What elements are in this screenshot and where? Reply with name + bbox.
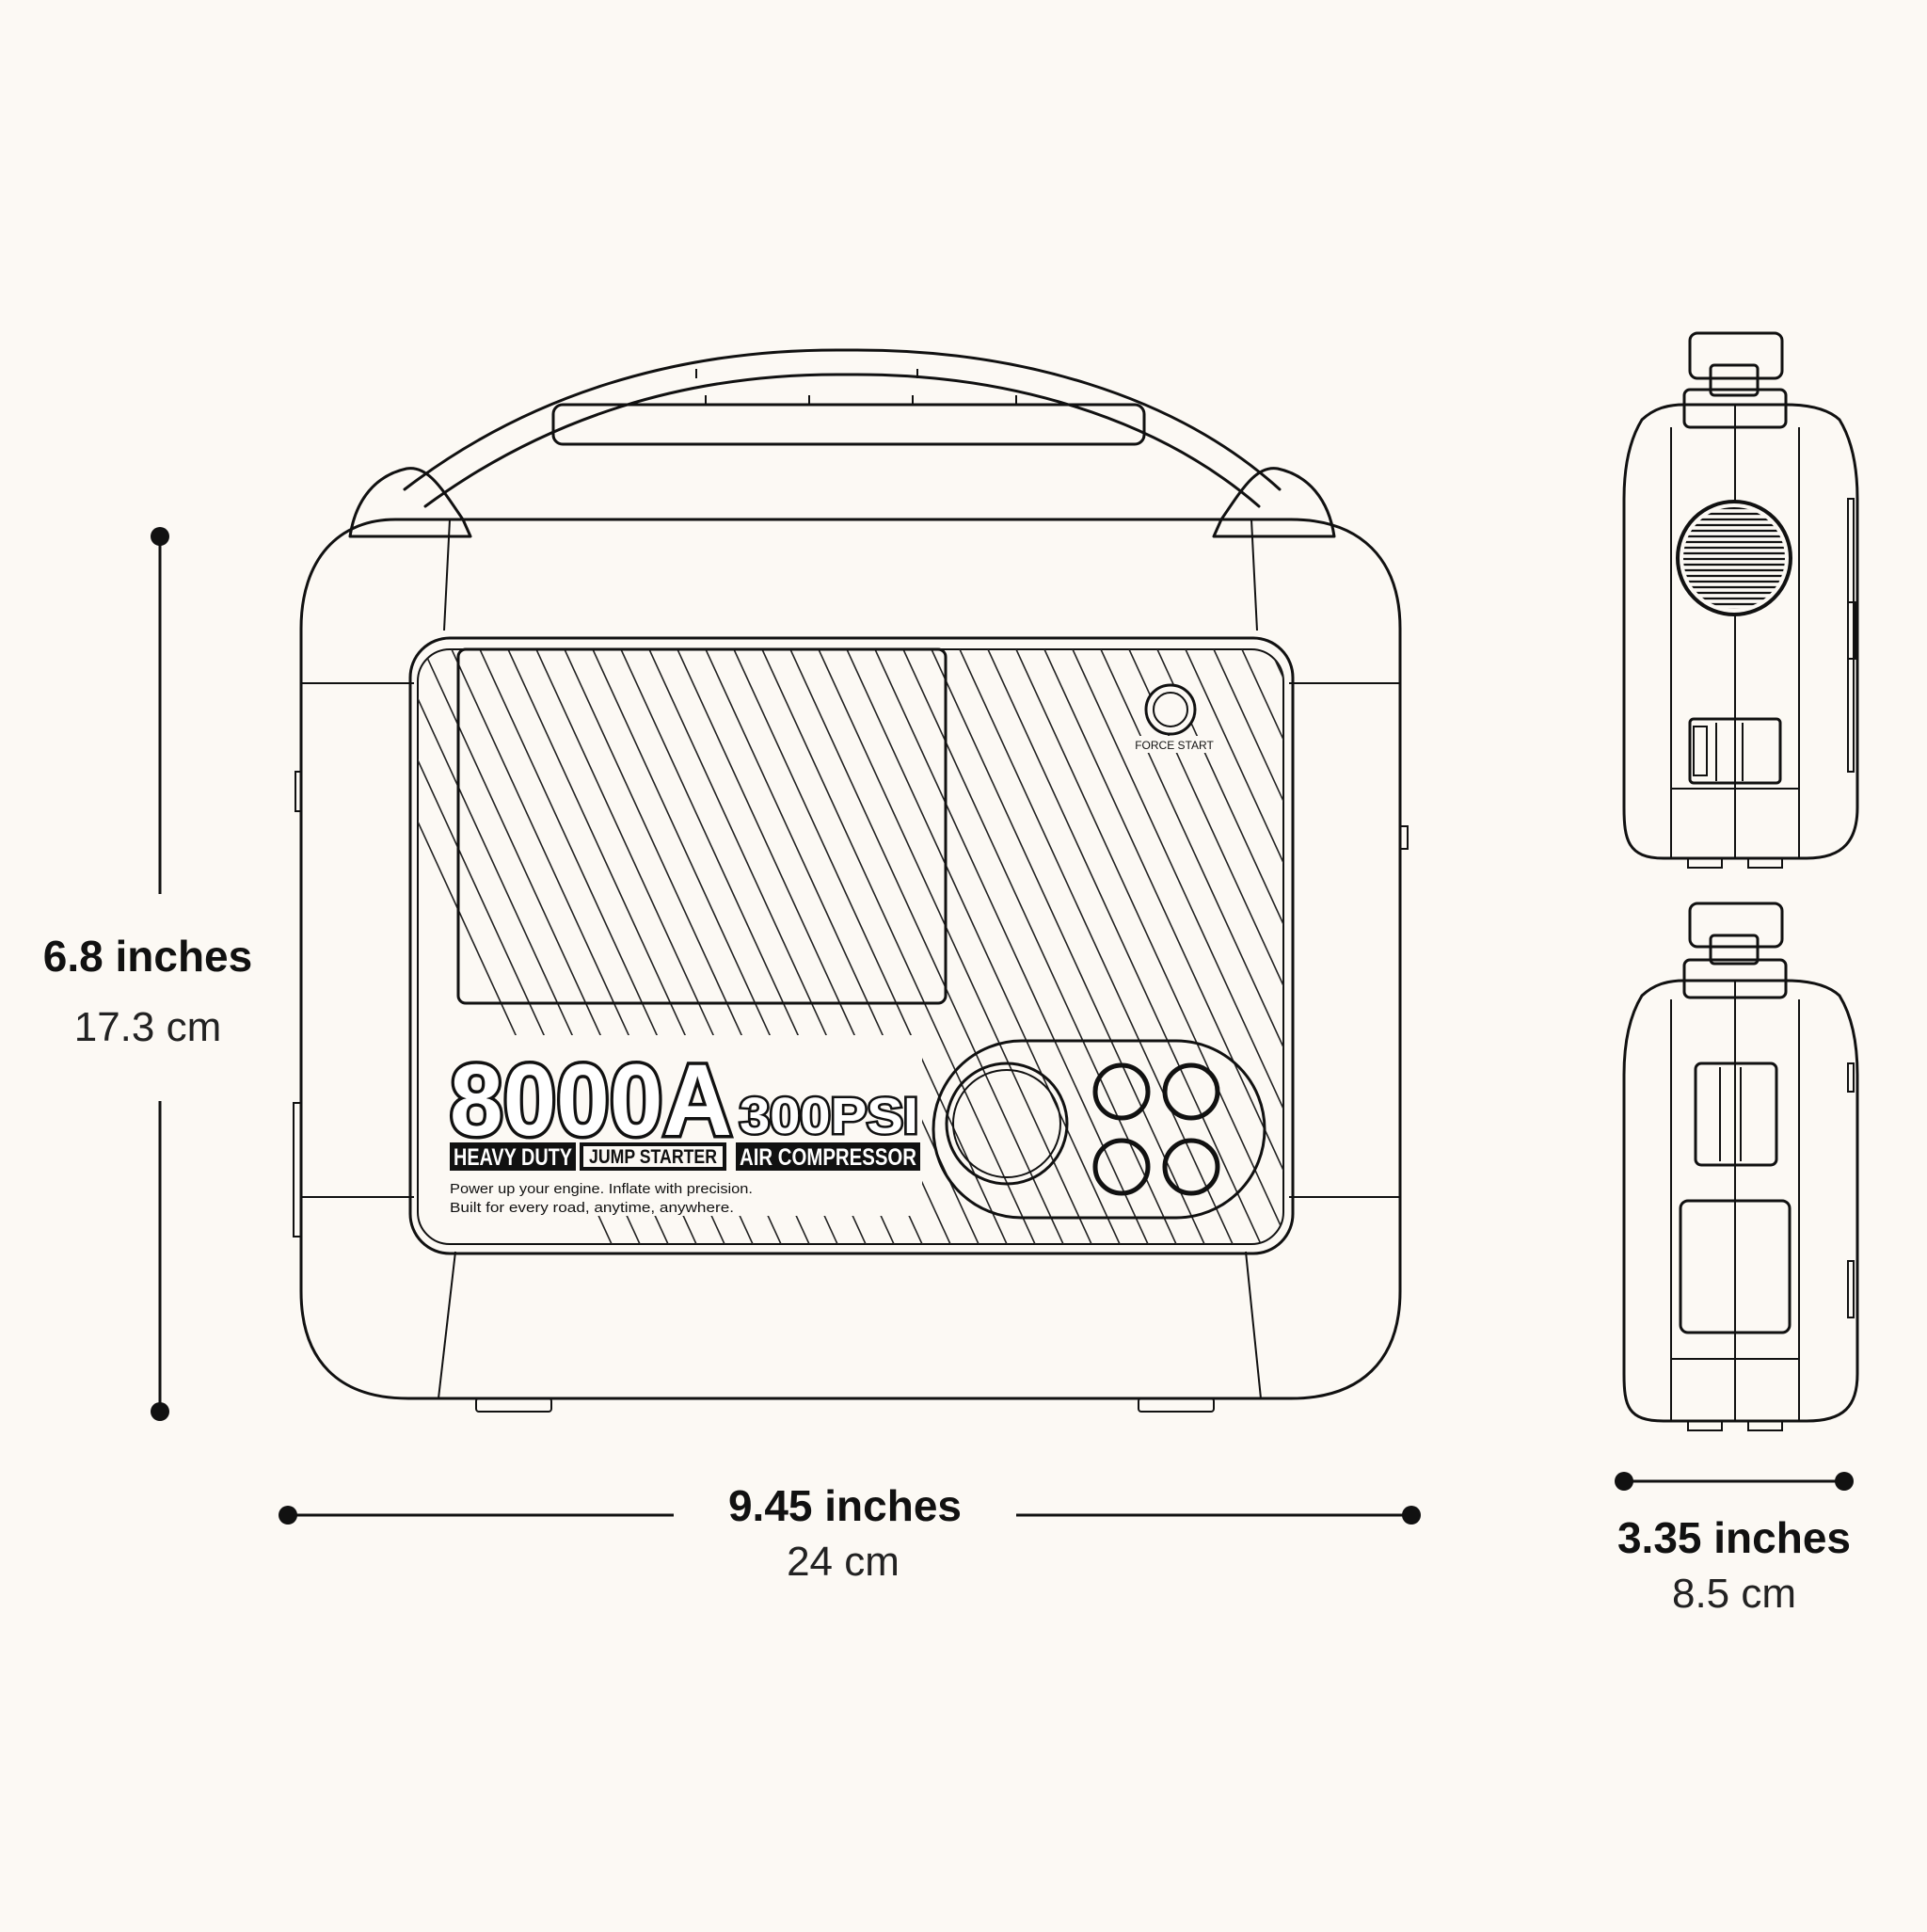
hatch-line [1355, 649, 1628, 1244]
side-top-body [1622, 403, 1859, 860]
width-dimension: 9.45 inches 24 cm [279, 1481, 1421, 1585]
main-body [299, 518, 1402, 1400]
hatch-line [902, 649, 1177, 1244]
control-button-bottom-right[interactable] [1162, 1138, 1220, 1196]
side-top-handle-cap [1688, 331, 1784, 380]
left-handle-mount [348, 467, 472, 538]
hatch-line [818, 649, 1092, 1244]
hatch-line [1327, 649, 1600, 1244]
main-dial-outer [945, 1062, 1069, 1186]
heavy-duty-tag-bg [450, 1142, 576, 1171]
force-start-label: FORCE START [1135, 739, 1214, 752]
height-endpoint-top [151, 527, 169, 546]
depth-dimension: 3.35 inches 8.5 cm [1615, 1472, 1854, 1617]
hatch-line [761, 649, 1036, 1244]
hatch-line [705, 649, 979, 1244]
side-view-fan [1622, 331, 1859, 869]
width-metric-label: 24 cm [787, 1539, 900, 1585]
body-seams [293, 519, 1409, 1399]
hatch-line [846, 649, 1121, 1244]
air-compressor-tag: AIR COMPRESSOR [740, 1144, 916, 1171]
hatch-line [959, 649, 1234, 1244]
right-foot [1138, 1397, 1215, 1413]
side-bottom-port-lower[interactable] [1679, 1199, 1792, 1334]
jump-starter-tag-inner [583, 1146, 723, 1167]
hatch-line [1185, 649, 1283, 1244]
hatch-line [1411, 649, 1684, 1244]
hatch-line [789, 649, 1064, 1244]
side-top-switch[interactable] [1688, 717, 1782, 785]
tagline-line-2: Built for every road, anytime, anywhere. [450, 1200, 734, 1216]
side-bottom-handle-cap [1688, 902, 1784, 949]
side-bottom-port-upper[interactable] [1694, 1062, 1778, 1167]
control-pad [932, 1039, 1266, 1220]
hatch-line [874, 649, 1149, 1244]
hatch-line [1015, 649, 1283, 1244]
faceplate-outer [408, 636, 1295, 1255]
brand-psi: 300PSI [740, 1088, 918, 1144]
main-dial[interactable] [952, 1069, 1061, 1178]
hatch-line [1072, 649, 1283, 1244]
tagline-line-1: Power up your engine. Inflate with preci… [450, 1181, 753, 1197]
heavy-duty-tag: HEAVY DUTY [454, 1144, 572, 1171]
width-endpoint-left [279, 1506, 297, 1525]
side-view-ports [1622, 902, 1859, 1431]
jump-starter-tag: JUMP STARTER [589, 1146, 717, 1168]
height-endpoint-bottom [151, 1402, 169, 1421]
control-pad-panel [932, 1039, 1266, 1220]
force-start-group: FORCE START [1127, 683, 1216, 753]
hatch-line [1043, 649, 1283, 1244]
side-top-handle-neck [1709, 363, 1760, 397]
height-metric-label: 17.3 cm [74, 1004, 222, 1050]
hatch-line [1298, 649, 1571, 1244]
depth-endpoint-right [1835, 1472, 1854, 1491]
hatch-line [931, 649, 1205, 1244]
side-bottom-handle-neck [1709, 934, 1760, 966]
carry-handle [403, 348, 1282, 508]
depth-metric-label: 8.5 cm [1672, 1571, 1796, 1617]
left-foot [475, 1397, 552, 1413]
depth-imperial-label: 3.35 inches [1617, 1513, 1851, 1562]
height-imperial-label: 6.8 inches [43, 932, 252, 981]
control-button-top-right[interactable] [1162, 1062, 1220, 1121]
hatch-line [1383, 649, 1656, 1244]
side-bottom-body [1622, 979, 1859, 1423]
right-handle-mount [1212, 467, 1336, 538]
width-imperial-label: 9.45 inches [728, 1481, 962, 1530]
hatch-line [733, 649, 1008, 1244]
depth-endpoint-left [1615, 1472, 1633, 1491]
air-compressor-tag-bg [736, 1142, 920, 1171]
branding: 8000A 300PSI HEAVY DUTY JUMP STARTER AIR… [442, 1035, 922, 1216]
front-view: FORCE START 8000A 300PSI HEAVY DUTY JUMP… [293, 348, 1684, 1413]
control-button-bottom-left[interactable] [1092, 1138, 1151, 1196]
control-button-top-left[interactable] [1092, 1062, 1151, 1121]
force-start-button-inner [1153, 692, 1188, 727]
display-screen [456, 647, 948, 1005]
hatch-line [987, 649, 1262, 1244]
hatch-line [1213, 649, 1283, 1244]
hatch-line [1269, 649, 1283, 1244]
height-dimension: 6.8 inches 17.3 cm [43, 527, 252, 1421]
brand-amps: 8000A [450, 1043, 732, 1157]
width-endpoint-right [1402, 1506, 1421, 1525]
